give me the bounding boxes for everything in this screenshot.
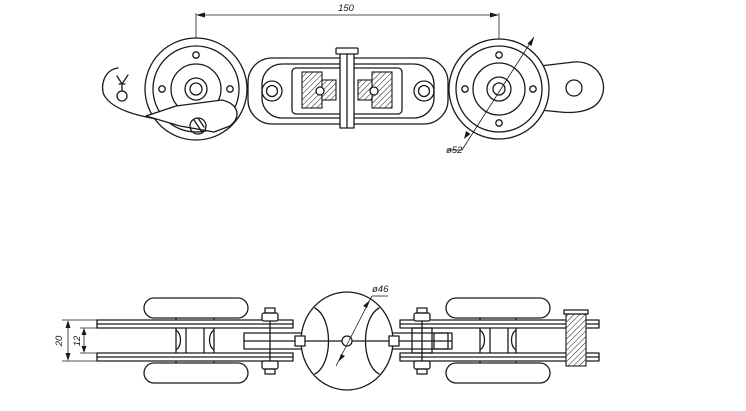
side-right-wheel — [445, 297, 551, 384]
side-right-bolt — [411, 307, 449, 375]
side-end-block — [565, 313, 587, 367]
side-left-plates — [96, 319, 294, 362]
dimension-roller-diameter: ø46 — [335, 284, 389, 367]
dimension-height-inner-label: 12 — [72, 335, 83, 346]
dimension-roller-diameter-label: ø46 — [372, 284, 389, 295]
side-left-bolt — [261, 307, 279, 375]
side-view: ø46 20 12 — [54, 284, 600, 391]
dimension-wheel-diameter-label: ø52 — [446, 145, 463, 156]
right-wheel — [448, 38, 550, 140]
dimension-height-outer-label: 20 — [54, 335, 65, 347]
dimension-length-label: 150 — [338, 3, 355, 14]
left-wheel — [144, 37, 248, 141]
side-right-plates — [399, 319, 600, 362]
dimension-wheel-diameter: ø52 — [446, 36, 535, 156]
side-left-wheel — [143, 297, 249, 384]
side-central-roller — [294, 291, 400, 391]
dimension-heights: 20 12 — [54, 319, 97, 362]
side-end-block-cap — [563, 309, 589, 315]
top-view: 150 — [101, 3, 605, 156]
central-link-plate — [247, 47, 449, 129]
right-end-lug — [539, 61, 605, 114]
